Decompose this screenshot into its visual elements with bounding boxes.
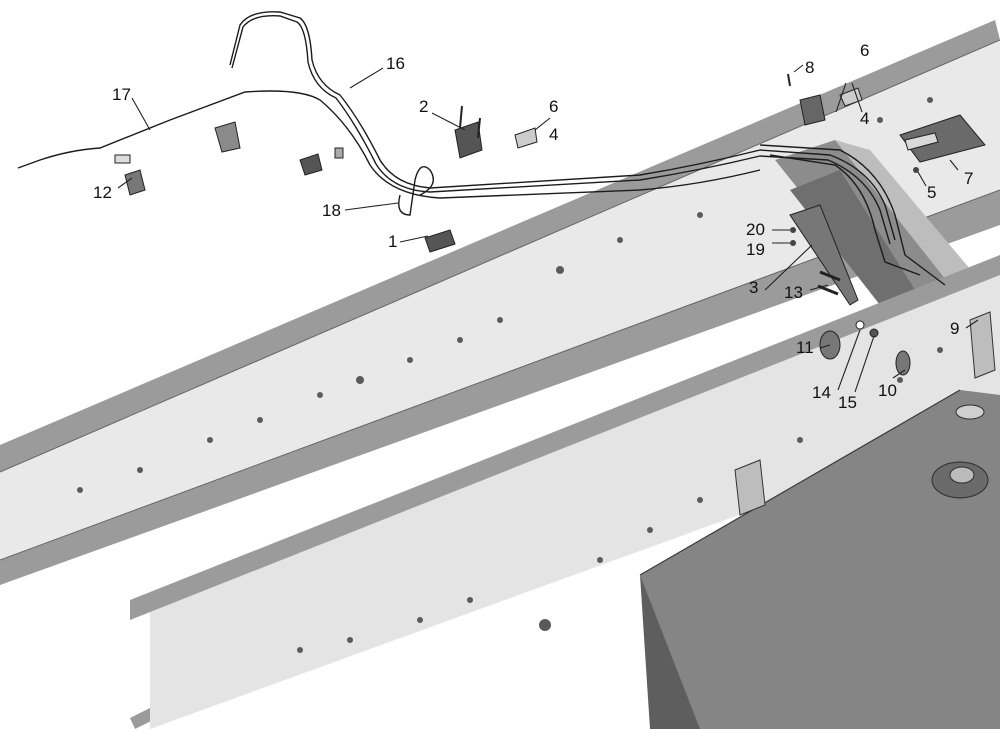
callout-7: 7 (964, 169, 973, 188)
callout-20: 20 (746, 220, 765, 239)
tank-bracket (734, 311, 996, 516)
cross-member (775, 140, 975, 310)
callout-10: 10 (878, 381, 897, 400)
callout-6-lower: 6 (549, 97, 558, 116)
callout-17: 17 (112, 85, 131, 104)
callout-labels: 1 2 3 4 4 5 6 6 7 8 9 10 11 12 13 14 15 … (93, 41, 973, 412)
bracket-7 (899, 114, 986, 163)
rail-holes (77, 97, 963, 653)
fuel-tank (639, 389, 1000, 729)
left-frame-rail (0, 20, 1000, 585)
callout-3: 3 (749, 278, 758, 297)
callout-4-lower: 4 (549, 125, 558, 144)
tube-18 (398, 166, 434, 216)
callout-8: 8 (805, 58, 814, 77)
tube-16 (229, 11, 896, 245)
leader-lines (117, 64, 979, 393)
callout-1: 1 (388, 232, 397, 251)
callout-11: 11 (796, 338, 814, 357)
tube-17 (17, 90, 761, 199)
callout-13: 13 (784, 283, 803, 302)
callout-4-upper: 4 (860, 109, 869, 128)
clip-12 (114, 154, 146, 196)
callout-16: 16 (386, 54, 405, 73)
callout-14: 14 (812, 383, 831, 402)
callout-6-upper: 6 (860, 41, 869, 60)
callout-18: 18 (322, 201, 341, 220)
clamp-1 (424, 229, 456, 253)
callout-15: 15 (838, 393, 857, 412)
callout-2: 2 (419, 97, 428, 116)
callout-19: 19 (746, 240, 765, 259)
clip-misc (214, 87, 863, 176)
callout-5: 5 (927, 183, 936, 202)
clamp-2 (454, 105, 483, 159)
tube-right (759, 144, 946, 286)
fasteners (787, 73, 919, 376)
right-frame-rail (130, 255, 1000, 729)
callout-9: 9 (950, 319, 959, 338)
callout-12: 12 (93, 183, 112, 202)
